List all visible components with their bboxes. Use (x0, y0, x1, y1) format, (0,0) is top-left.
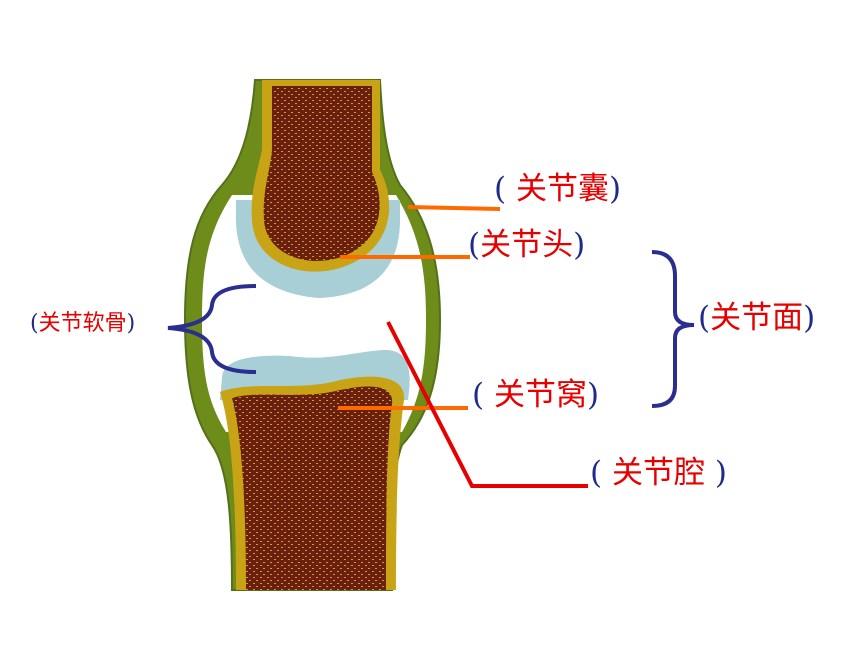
label-open-paren: ( (494, 171, 507, 207)
label-articular-cartilage: (关节软骨) (30, 313, 135, 335)
cavity-leader-line (386, 321, 588, 488)
label-close-paren: ) (704, 455, 727, 491)
label-joint-capsule: ( 关节囊) (494, 174, 621, 205)
cartilage-bracket (167, 284, 257, 374)
label-joint-head: (关节头) (468, 230, 585, 261)
label-open-paren: ( (30, 311, 39, 336)
label-text: 关节囊 (506, 171, 609, 207)
label-close-paren: ) (803, 300, 816, 336)
label-joint-surface: (关节面) (698, 303, 815, 334)
lower-bone-marrow (232, 386, 393, 590)
surface-bracket (651, 250, 695, 408)
label-open-paren: ( (590, 455, 603, 491)
label-close-paren: ) (126, 311, 136, 336)
upper-bone-marrow (263, 86, 380, 261)
label-close-paren: ) (573, 227, 586, 263)
capsule-leader-line (407, 205, 501, 211)
label-open-paren: ( (468, 227, 481, 263)
label-text: 关节窝 (493, 377, 587, 413)
label-text: 关节面 (710, 300, 804, 336)
label-text: 关节头 (480, 227, 574, 263)
label-open-paren: ( (472, 377, 494, 413)
label-open-paren: ( (698, 300, 711, 336)
label-text: 关节腔 (602, 455, 705, 491)
label-joint-cavity: ( 关节腔 ) (590, 458, 727, 489)
label-text: 关节软骨 (38, 311, 127, 336)
label-close-paren: ) (608, 171, 622, 207)
label-close-paren: ) (586, 377, 600, 413)
label-joint-socket: ( 关节窝) (472, 380, 599, 411)
